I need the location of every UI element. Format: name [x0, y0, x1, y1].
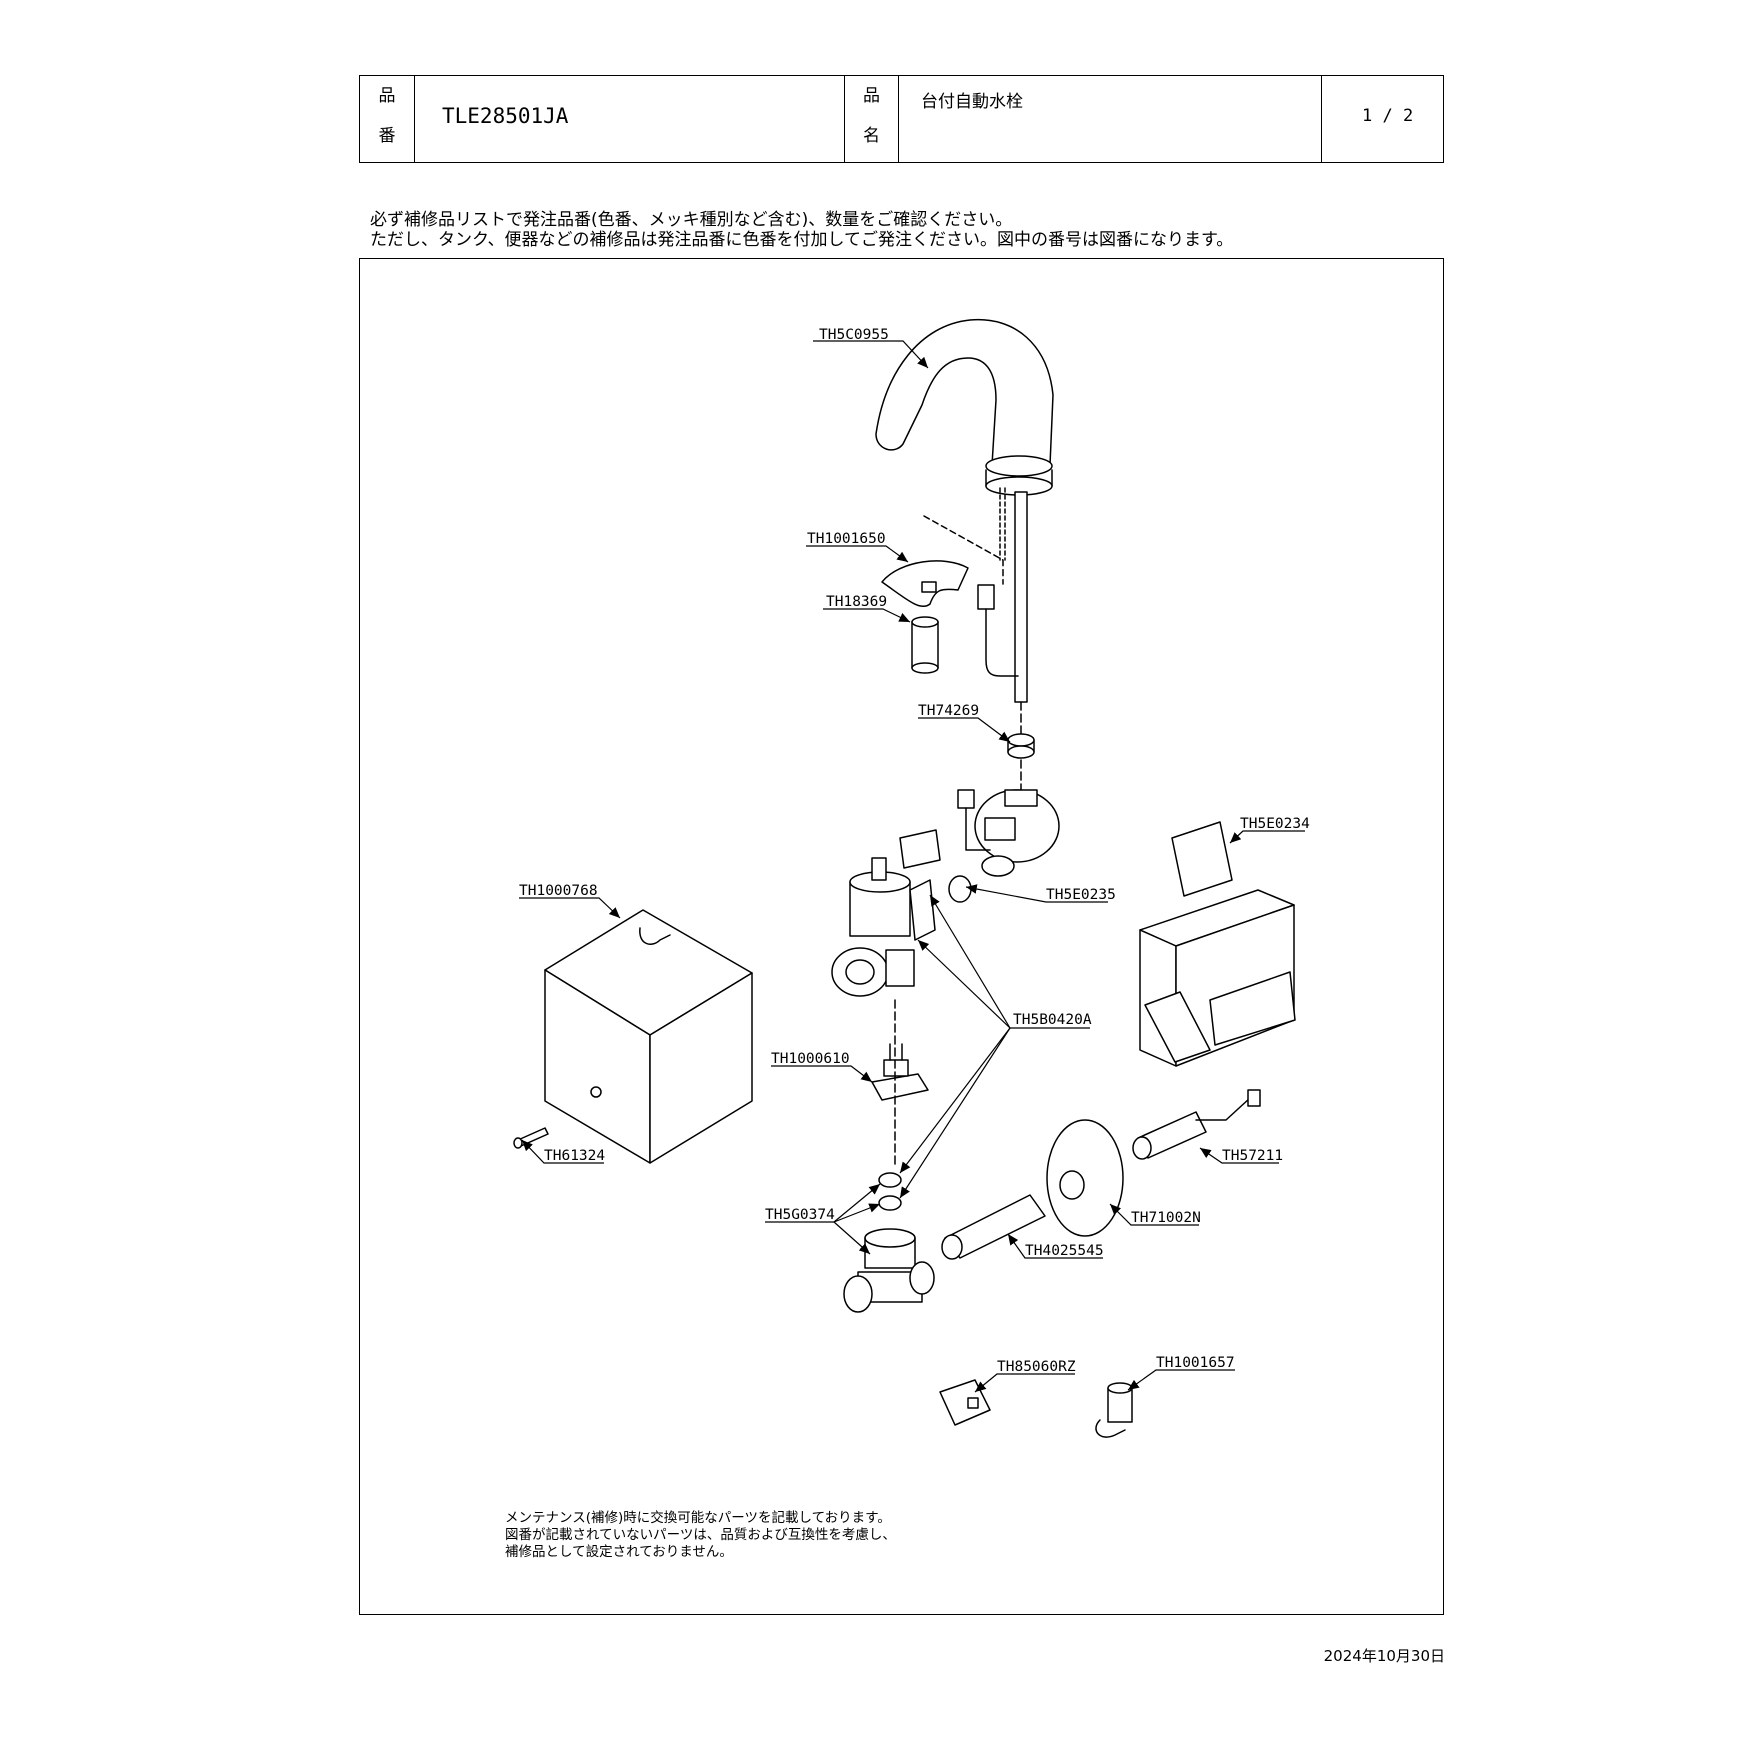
flow-sensor: [957, 789, 1060, 877]
solenoid-valve: [831, 829, 941, 997]
header-table: 品 番 TLE28501JA 品 名 台付自動水栓 1 / 2: [359, 75, 1444, 163]
wall-flange: [1046, 1119, 1124, 1237]
notice-text: 必ず補修品リストで発注品番(色番、メッキ種別など含む)、数量をご確認ください。 …: [370, 210, 1233, 250]
footnote-line-1: メンテナンス(補修)時に交換可能なパーツを記載しております。: [505, 1510, 891, 1526]
battery-pack: [1132, 1089, 1261, 1160]
part-label-th1001657: TH1001657: [1156, 1355, 1235, 1371]
code-cell: TLE28501JA: [414, 76, 844, 162]
part-label-th18369: TH18369: [826, 594, 887, 610]
stop-valve: [843, 1228, 935, 1313]
part-label-th1001650: TH1001650: [807, 531, 886, 547]
part-label-th57211: TH57211: [1222, 1148, 1283, 1164]
page-cell: 1 / 2: [1321, 76, 1443, 162]
screw: [513, 1127, 549, 1149]
part-label-th74269: TH74269: [918, 703, 979, 719]
part-label-th4025545: TH4025545: [1025, 1243, 1104, 1259]
sensor-cable: [977, 584, 1019, 677]
controller-unit: [1139, 821, 1296, 1067]
o-ring-upper: [948, 875, 972, 903]
valve-handle: [1095, 1382, 1133, 1438]
maintenance-footnote: メンテナンス(補修)時に交換可能なパーツを記載しております。 図番が記載されてい…: [505, 1510, 896, 1561]
diagram-frame: [359, 258, 1444, 1615]
code-label-char-2: 番: [378, 126, 396, 146]
part-label-th71002n: TH71002N: [1131, 1210, 1201, 1226]
o-ring-lower-2: [878, 1195, 902, 1211]
name-label-char-2: 名: [863, 126, 880, 146]
code-label-char-1: 品: [378, 86, 396, 106]
name-cell: 台付自動水栓: [898, 76, 1321, 162]
notice-line-2: ただし、タンク、便器などの補修品は発注品番に色番を付加してご発注ください。図中の…: [370, 230, 1234, 250]
valve-key: [939, 1379, 991, 1426]
page-number: 1 / 2: [1362, 106, 1414, 126]
part-label-th85060rz: TH85060RZ: [997, 1359, 1076, 1375]
pipe-clip: [871, 1043, 929, 1101]
cover-box: [544, 909, 753, 1164]
footnote-line-2: 図番が記載されていないパーツは、品質および互換性を考慮し、: [505, 1527, 896, 1543]
part-label-th5g0374: TH5G0374: [765, 1207, 835, 1223]
name-label-char-1: 品: [863, 86, 880, 106]
part-label-th5b0420a: TH5B0420A: [1013, 1012, 1092, 1028]
code-label: 品 番: [360, 76, 414, 162]
horseshoe-bracket: [881, 560, 969, 607]
notice-line-1: 必ず補修品リストで発注品番(色番、メッキ種別など含む)、数量をご確認ください。: [370, 210, 1013, 230]
part-label-th1000610: TH1000610: [771, 1051, 850, 1067]
part-label-th61324: TH61324: [544, 1148, 605, 1164]
part-label-th5e0235: TH5E0235: [1046, 887, 1116, 903]
footnote-line-3: 補修品として設定されておりません。: [505, 1544, 733, 1560]
product-name: 台付自動水栓: [921, 92, 1023, 112]
product-code: TLE28501JA: [442, 104, 569, 128]
faucet-spout: [875, 318, 1054, 703]
part-label-th5e0234: TH5E0234: [1240, 816, 1310, 832]
issue-date: 2024年10月30日: [1323, 1647, 1445, 1665]
nipple-pipe: [941, 1194, 1046, 1260]
part-label-th5c0955: TH5C0955: [819, 327, 889, 343]
nut-ring: [1007, 733, 1035, 759]
part-label-th1000768: TH1000768: [519, 883, 598, 899]
name-label: 品 名: [844, 76, 898, 162]
assembly-line-bracket: [923, 515, 1004, 585]
o-ring-lower-1: [878, 1172, 902, 1188]
spacer-sleeve: [911, 616, 939, 674]
